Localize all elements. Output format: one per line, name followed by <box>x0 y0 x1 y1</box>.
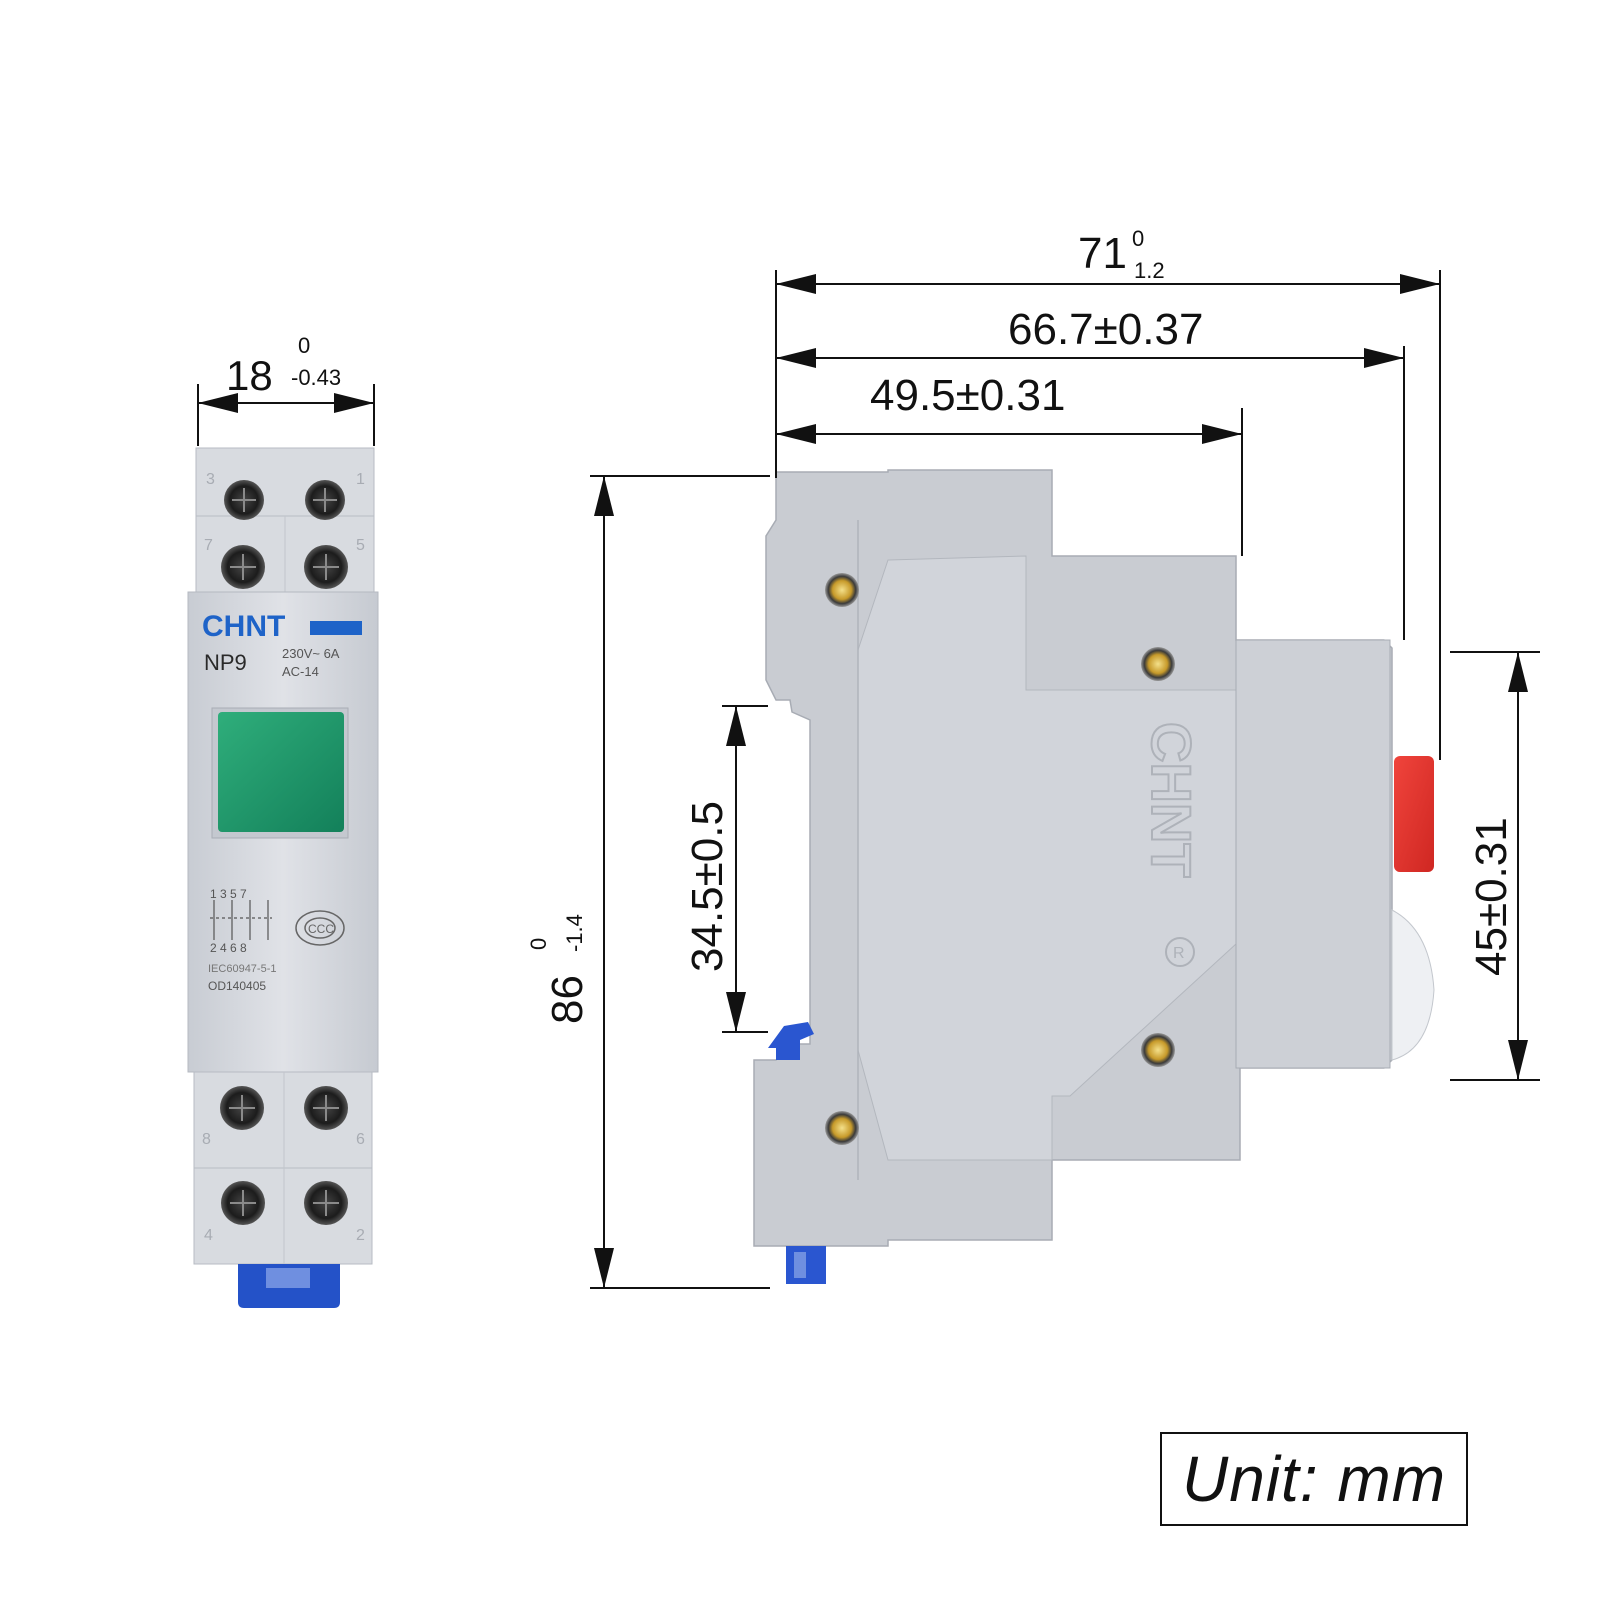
terminal-number: 4 <box>204 1227 213 1244</box>
green-push-button <box>218 712 344 832</box>
dim-overall-value: 71 <box>1078 229 1127 278</box>
side-brand-emboss: CHNT <box>1140 722 1203 878</box>
model-label: NP9 <box>204 650 247 675</box>
contact-symbol-icon <box>210 900 272 940</box>
rivet-icon <box>825 573 1175 1145</box>
brand-logo: CHNT <box>202 610 285 643</box>
terminal-screw-icon <box>221 480 348 589</box>
dim-height-value: 86 <box>543 975 592 1024</box>
terminal-number: 7 <box>204 537 213 554</box>
circuit-numbers: 1 3 5 7 <box>210 887 247 901</box>
dim-width-upper: 0 <box>298 333 310 358</box>
side-front-section <box>1235 639 1391 1069</box>
dim-overall-upper: 0 <box>1132 226 1144 251</box>
terminal-number: 3 <box>206 471 215 488</box>
dim-overall-lower: 1.2 <box>1134 258 1165 283</box>
rating-label: AC-14 <box>282 664 319 679</box>
rating-label: 230V~ 6A <box>282 646 340 661</box>
front-view: 3 1 7 5 CHNT NP9 230V~ 6A AC-14 1 3 5 7 … <box>187 447 379 1308</box>
registered-mark: R <box>1173 945 1185 962</box>
red-push-button <box>1394 756 1434 872</box>
dim-front-value: 45±0.31 <box>1467 817 1516 976</box>
dim-depth-66: 66.7±0.37 <box>1008 305 1203 354</box>
terminal-number: 5 <box>356 537 365 554</box>
standard-label: OD140405 <box>208 979 266 993</box>
certification-mark-icon: CCC <box>295 910 345 946</box>
side-view: CHNT R <box>753 469 1435 1284</box>
dimension-lines <box>197 270 1540 1289</box>
dim-width-value: 18 <box>226 352 273 399</box>
circuit-numbers: 2 4 6 8 <box>210 941 247 955</box>
dimension-labels: 18 0 -0.43 71 0 1.2 66.7±0.37 49.5±0.31 … <box>226 226 1516 1024</box>
terminal-number: 8 <box>202 1131 211 1148</box>
unit-label: Unit: mm <box>1182 1443 1446 1515</box>
terminal-number: 1 <box>356 471 365 488</box>
side-top-clip <box>768 1022 814 1060</box>
terminal-screw-icon <box>220 1086 348 1225</box>
dim-height-upper: 0 <box>526 938 551 950</box>
svg-text:CCC: CCC <box>308 922 334 936</box>
dim-width-lower: -0.43 <box>291 365 341 390</box>
dim-depth-49: 49.5±0.31 <box>870 371 1065 420</box>
transparent-cover <box>1391 909 1435 1061</box>
unit-label-box: Unit: mm <box>1160 1432 1468 1526</box>
dim-height-lower: -1.4 <box>562 914 587 952</box>
dim-rail-value: 34.5±0.5 <box>683 801 732 972</box>
registered-mark-icon <box>1165 937 1195 967</box>
terminal-number: 2 <box>356 1227 365 1244</box>
standard-label: IEC60947-5-1 <box>208 963 277 975</box>
brand-logo-bar <box>310 621 362 635</box>
terminal-number: 6 <box>356 1131 365 1148</box>
